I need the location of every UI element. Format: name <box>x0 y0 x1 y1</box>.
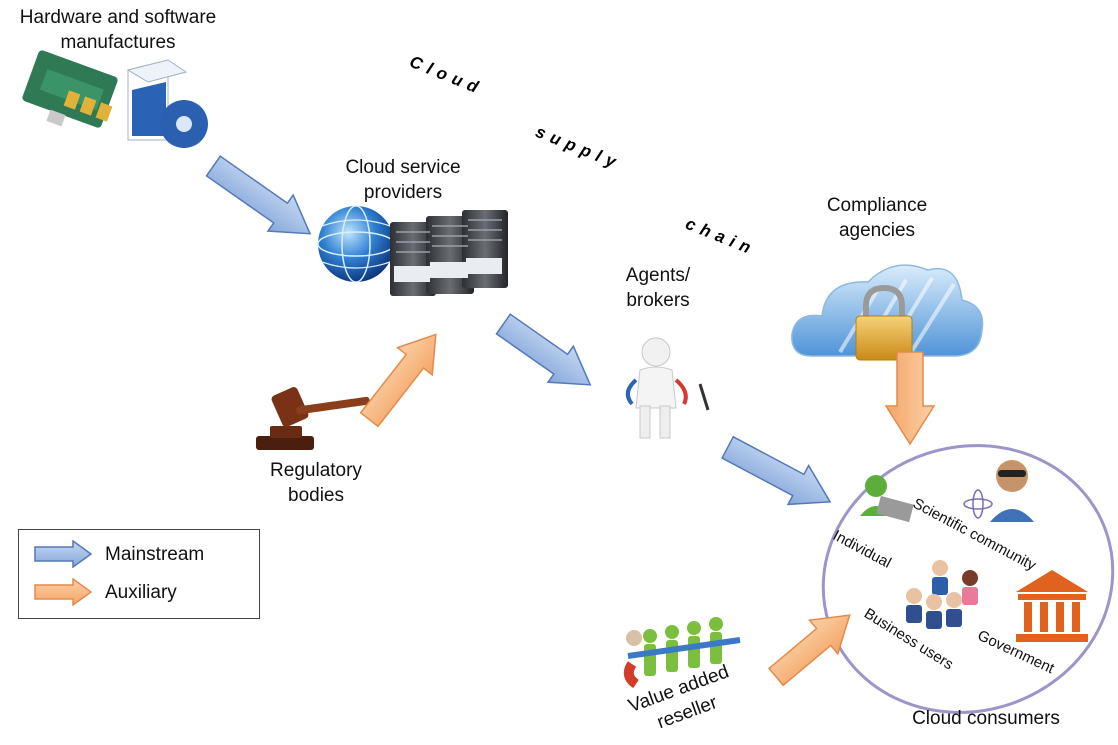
individual-user-icon <box>860 475 914 523</box>
arrow-reseller-to-consumers <box>768 614 851 687</box>
legend-auxiliary-label: Auxiliary <box>105 582 177 603</box>
server-rack-icon <box>390 210 508 296</box>
regulatory-bodies-label: Regulatory bodies <box>270 460 362 506</box>
arrow-regulatory-to-provider <box>359 333 437 428</box>
business-users-icon <box>906 560 978 629</box>
globe-icon <box>317 205 395 283</box>
gavel-icon <box>256 387 370 450</box>
legend: Mainstream Auxiliary <box>18 529 260 619</box>
arrow-compliance-to-consumers <box>884 351 936 446</box>
agents-brokers-label: Agents/ brokers <box>625 265 691 311</box>
consumers-ellipse <box>821 444 1115 714</box>
government-building-icon <box>1016 570 1088 642</box>
cloud-service-providers-label: Cloud service providers <box>345 157 461 203</box>
auxiliary-arrow-icon <box>34 578 93 606</box>
arrow-broker-to-consumers <box>721 435 832 506</box>
cloud-lock-icon <box>791 264 984 361</box>
cloud-consumers-label: Cloud consumers <box>912 708 1060 729</box>
hardware-chip-icon <box>22 50 118 128</box>
reseller-team-icon <box>623 617 741 689</box>
scientist-icon <box>963 460 1034 522</box>
legend-mainstream-label: Mainstream <box>105 544 205 565</box>
arrow-provider-to-broker <box>495 313 592 386</box>
broker-figure-icon <box>625 337 710 439</box>
mainstream-arrow-icon <box>34 540 93 568</box>
arrow-manufacturer-to-provider <box>205 155 312 235</box>
hardware-manufacturers-label: Hardware and software manufactures <box>19 7 217 53</box>
software-box-icon <box>126 59 208 148</box>
compliance-agencies-label: Compliance agencies <box>826 195 928 241</box>
